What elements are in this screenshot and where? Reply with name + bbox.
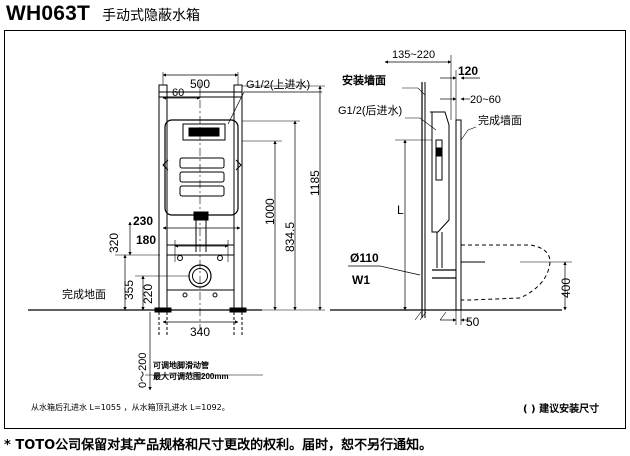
dim-110: Ø110 bbox=[350, 251, 379, 265]
dim-400: 400 bbox=[559, 278, 573, 298]
dim-L: L bbox=[397, 203, 404, 217]
wc-bowl bbox=[461, 244, 551, 301]
dim-500: 500 bbox=[190, 77, 210, 91]
dim-340: 340 bbox=[190, 325, 210, 339]
product-title: 手动式隐蔽水箱 bbox=[102, 8, 201, 24]
dim-1000: 1000 bbox=[263, 198, 277, 225]
dim-60: 60 bbox=[172, 87, 184, 99]
model-number: WH063T bbox=[6, 2, 91, 25]
dim-220: 220 bbox=[141, 284, 155, 304]
side-view bbox=[330, 55, 572, 325]
dim-135-220: 135~220 bbox=[392, 49, 435, 61]
label-adjust-range: 最大可调范围200mm bbox=[153, 371, 229, 381]
front-view-labels: 500 60 G1/2(上进水) 1000 834.5 1185 230 180… bbox=[62, 77, 322, 388]
label-rear-inlet: G1/2(后进水) bbox=[338, 104, 402, 117]
header: WH063T 手动式隐蔽水箱 bbox=[6, 2, 200, 26]
dim-320: 320 bbox=[107, 233, 121, 253]
dim-50: 50 bbox=[466, 315, 480, 329]
label-top-inlet: G1/2(上进水) bbox=[246, 78, 310, 91]
dim-1185: 1185 bbox=[308, 170, 322, 196]
legend-recommended: ( ) 建议安装尺寸 bbox=[523, 404, 600, 415]
label-floor: 完成地面 bbox=[62, 287, 106, 301]
dim-120: 120 bbox=[458, 64, 478, 78]
label-adjust-pipe: 可调地脚滑动管 bbox=[153, 360, 209, 370]
dim-834-5: 834.5 bbox=[283, 222, 297, 252]
label-finish-wall: 完成墙面 bbox=[478, 113, 522, 127]
drawing-frame bbox=[4, 30, 626, 429]
flush-plate-opening bbox=[182, 123, 226, 141]
disclaimer: * TOTO公司保留对其产品规格和尺寸更改的权利。届时，恕不另行通知。 bbox=[4, 438, 433, 453]
finish-wall bbox=[455, 119, 462, 311]
inlet-note: 从水箱后孔进水 L=1055 ，从水箱顶孔进水 L=1092。 bbox=[31, 403, 230, 412]
side-view-labels: 135~220 120 安装墙面 20~60 G1/2(后进水) 完成墙面 L … bbox=[338, 49, 573, 329]
dim-355: 355 bbox=[122, 280, 136, 300]
dim-180: 180 bbox=[136, 233, 156, 247]
label-mount-wall: 安装墙面 bbox=[342, 73, 386, 87]
front-view bbox=[28, 72, 325, 391]
label-w1: W1 bbox=[352, 273, 370, 287]
dim-0-200: 0～200 bbox=[137, 353, 149, 388]
frame-post-left bbox=[158, 84, 168, 313]
dim-20-60: 20~60 bbox=[470, 94, 501, 106]
dim-230: 230 bbox=[133, 214, 153, 228]
